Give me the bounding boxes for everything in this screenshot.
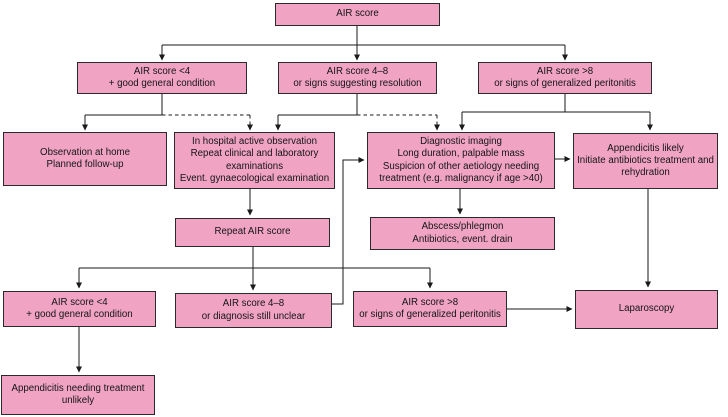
- connector-mid-to-imaging-dashed: [357, 114, 437, 130]
- node-in-hospital-observation: In hospital active observation Repeat cl…: [174, 132, 335, 189]
- node-air-score: AIR score: [275, 3, 440, 26]
- node-air-4-8: AIR score 4–8 or signs suggesting resolu…: [278, 62, 437, 94]
- node-repeat-air-score: Repeat AIR score: [175, 218, 330, 247]
- node-air-4-8-unclear: AIR score 4–8 or diagnosis still unclear: [175, 293, 332, 328]
- node-air-gt8: AIR score >8 or signs of generalized per…: [478, 62, 652, 94]
- node-air-lt4-repeat: AIR score <4 + good general condition: [3, 291, 156, 327]
- node-observation-home: Observation at home Planned follow-up: [3, 132, 167, 186]
- node-air-lt4: AIR score <4 + good general condition: [77, 62, 247, 94]
- node-air-gt8-repeat: AIR score >8 or signs of generalized per…: [353, 291, 507, 327]
- node-abscess-phlegmon: Abscess/phlegmon Antibiotics, event. dra…: [370, 217, 555, 250]
- node-appendicitis-unlikely: Appendicitis needing treatment unlikely: [1, 375, 155, 415]
- connector-mid2-to-imaging: [332, 157, 365, 305]
- node-diagnostic-imaging: Diagnostic imaging Long duration, palpab…: [367, 132, 555, 189]
- connector-mid-stem: [278, 94, 358, 116]
- node-laparoscopy: Laparoscopy: [575, 290, 718, 329]
- connector-low-stem: [85, 94, 163, 116]
- connector-low-to-hospital-dashed: [162, 114, 250, 130]
- connector-high-stem: [462, 94, 650, 113]
- connector-repeat-split: [79, 247, 430, 269]
- connector-root-split: [162, 26, 565, 46]
- node-appendicitis-likely: Appendicitis likely Initiate antibiotics…: [573, 133, 718, 189]
